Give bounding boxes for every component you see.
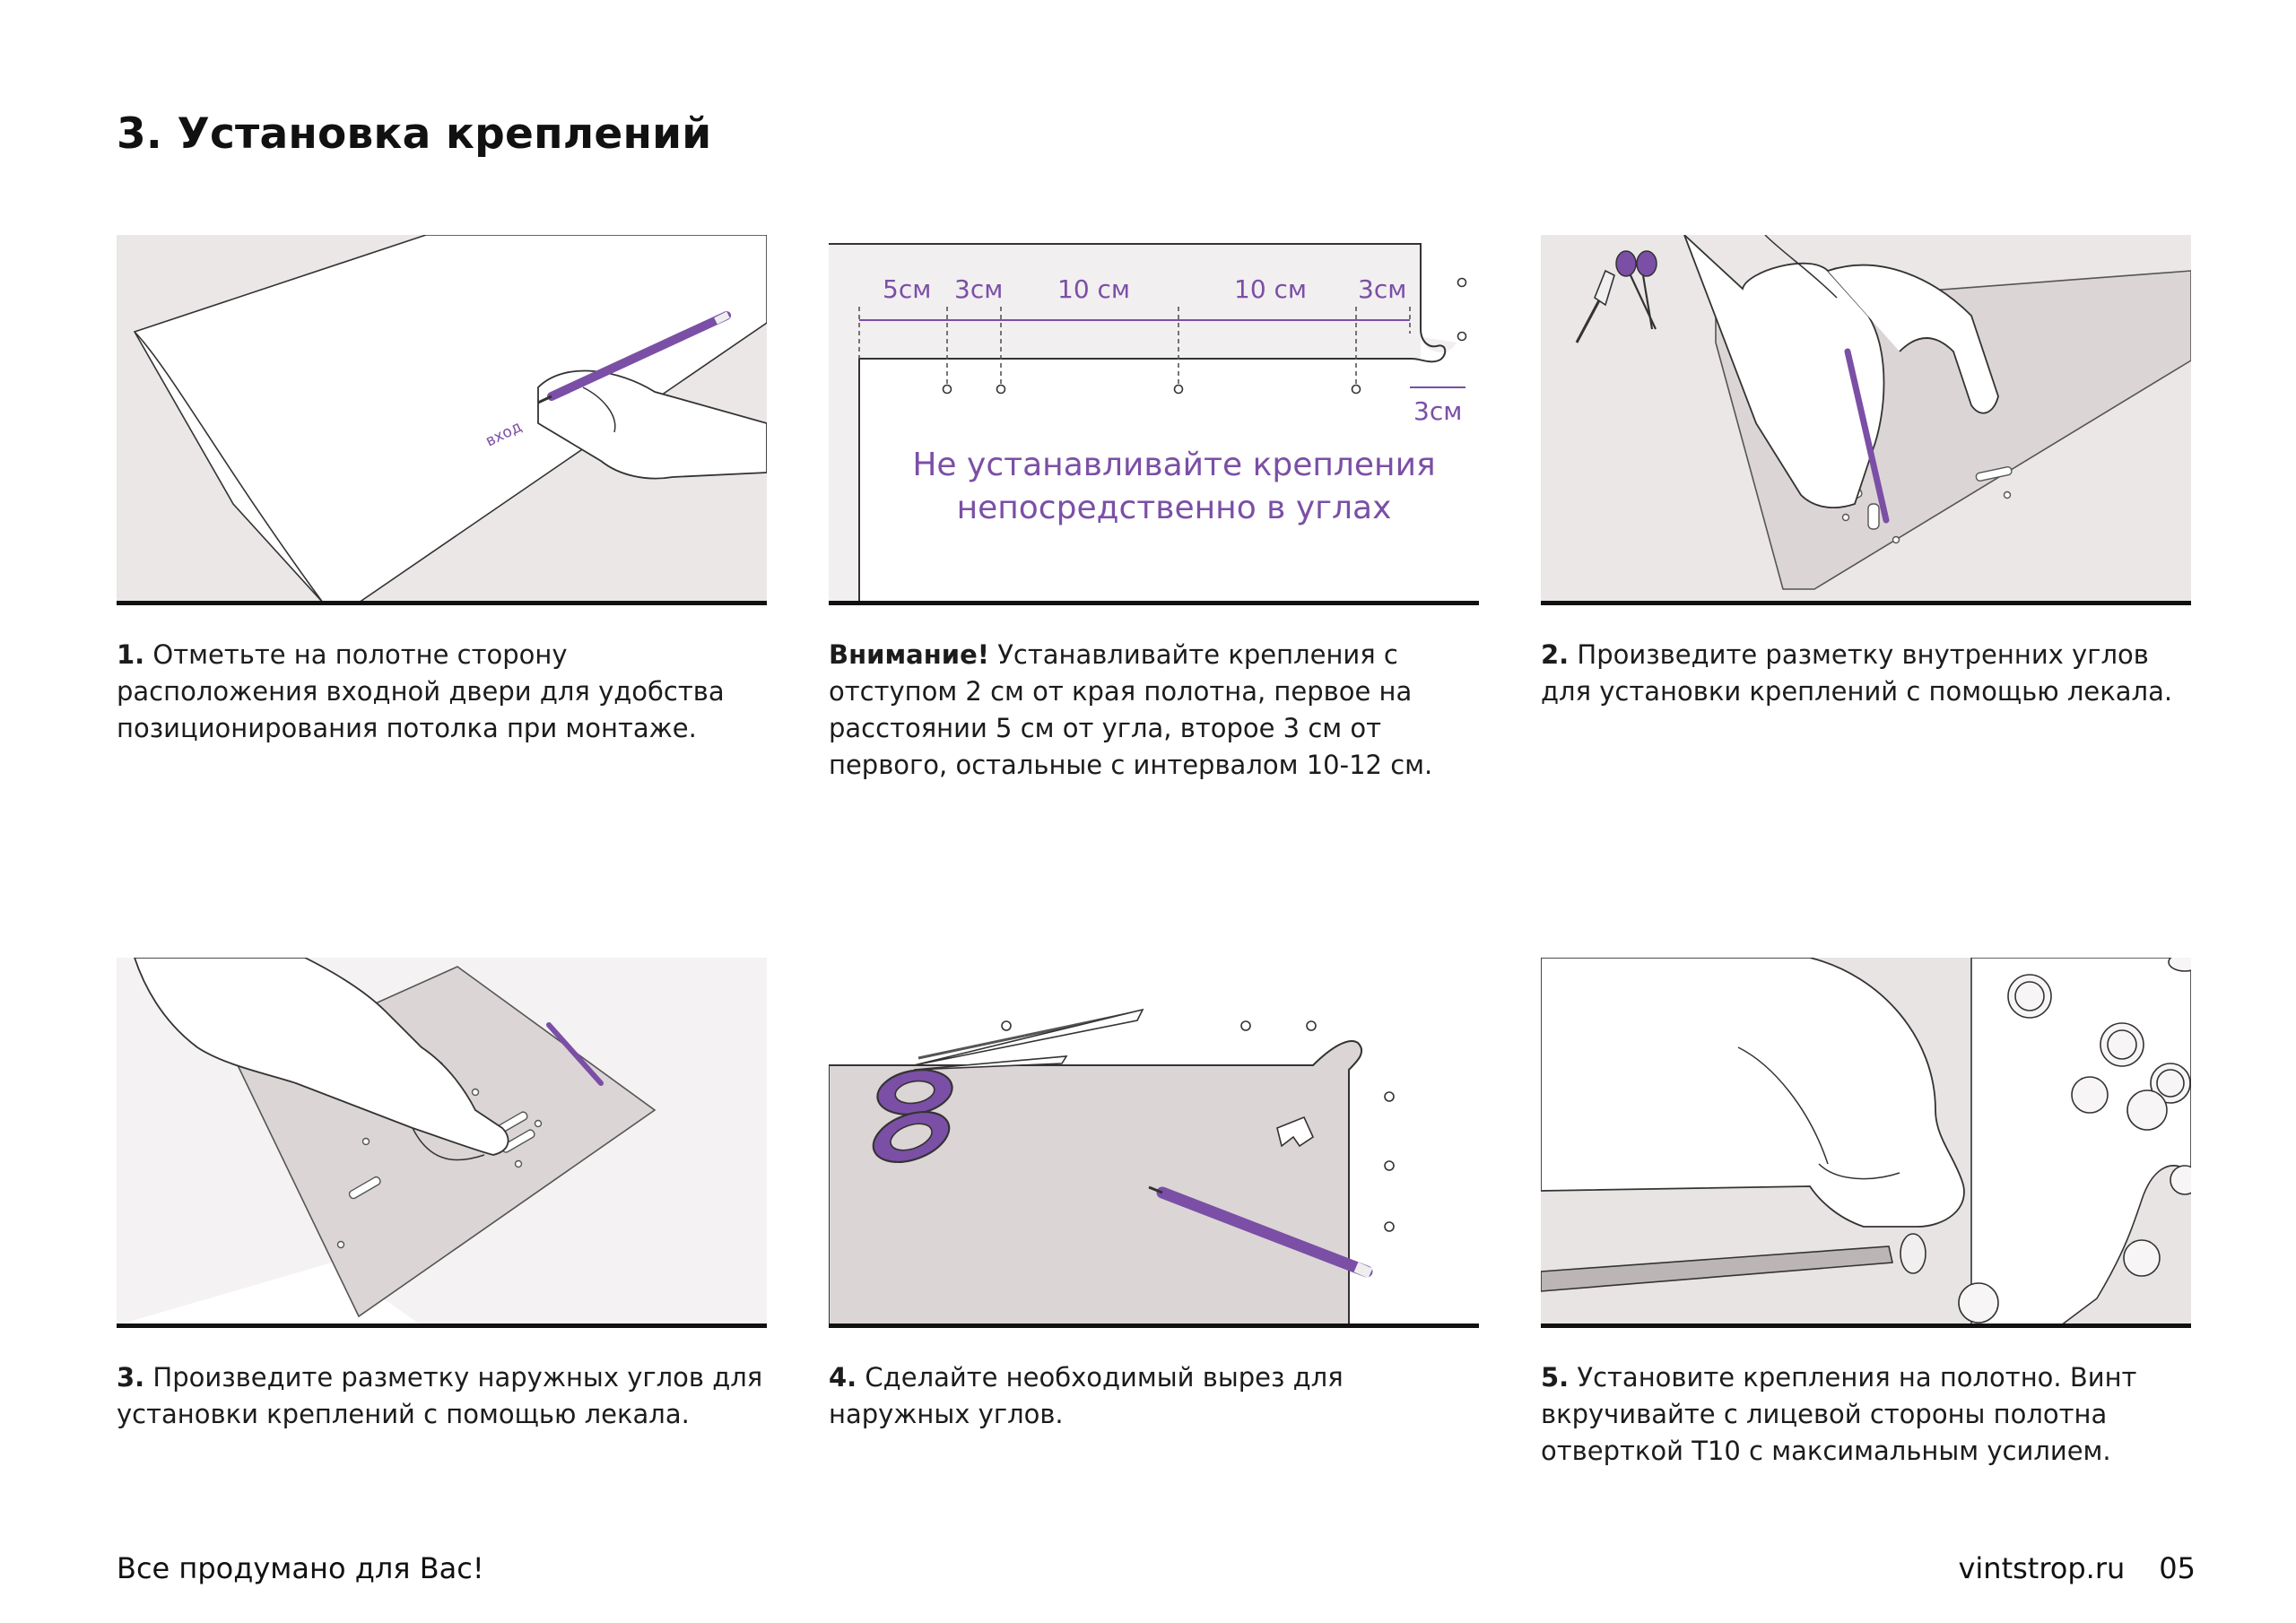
step-3-caption: 3. Произведите разметку наружных углов д… xyxy=(117,1359,767,1433)
footer-site-link[interactable]: vintstrop.ru xyxy=(1958,1551,2126,1585)
divider-bar xyxy=(1541,601,2191,605)
dim-3cm-corner: 3см xyxy=(1413,396,1462,426)
illustration-install-fasteners xyxy=(1541,958,2191,1325)
step-1-caption: 1. Отметьте на полотне сторону расположе… xyxy=(117,637,767,747)
dim-10cm-a: 10 см xyxy=(1057,274,1130,304)
illustration-outer-corner-template xyxy=(117,958,767,1325)
illustration-inner-corner-template xyxy=(1541,235,2191,603)
attention-caption: Внимание! Устанавливайте крепления с отс… xyxy=(829,637,1479,784)
step-4-text: Сделайте необходимый вырез для наружных … xyxy=(829,1362,1344,1429)
illustration-mark-entrance: вход xyxy=(117,235,767,603)
warning-line-2: непосредственно в углах xyxy=(957,490,1392,526)
page-title: 3. Установка креплений xyxy=(117,109,712,159)
step-4-caption: 4. Сделайте необходимый вырез для наружн… xyxy=(829,1359,1479,1433)
page-number: 05 xyxy=(2159,1551,2196,1585)
step-5-text: Установите крепления на полотно. Винт вк… xyxy=(1541,1362,2137,1466)
divider-bar xyxy=(117,1324,767,1328)
step-2-label: 2. xyxy=(1541,639,1570,670)
step-1-label: 1. xyxy=(117,639,145,670)
dim-3cm-b: 3см xyxy=(1358,274,1406,304)
divider-bar xyxy=(829,1324,1479,1328)
dim-3cm-a: 3см xyxy=(954,274,1003,304)
divider-bar xyxy=(117,601,767,605)
step-3-text: Произведите разметку наружных углов для … xyxy=(117,1362,763,1429)
illustration-cut-outer-corner xyxy=(829,958,1479,1325)
step-2-text: Произведите разметку внутренних углов дл… xyxy=(1541,639,2173,707)
divider-bar xyxy=(829,601,1479,605)
step-1-text: Отметьте на полотне сторону расположения… xyxy=(117,639,725,743)
diagram-fastener-spacing: 5см 3см 10 см 10 см 3см 3см Не устанавли… xyxy=(829,235,1479,603)
step-3-label: 3. xyxy=(117,1362,145,1393)
footer-meta: vintstrop.ru 05 xyxy=(1958,1551,2196,1585)
dim-10cm-b: 10 см xyxy=(1234,274,1307,304)
step-2-caption: 2. Произведите разметку внутренних углов… xyxy=(1541,637,2191,710)
warning-line-1: Не устанавливайте крепления xyxy=(912,447,1435,483)
step-5-label: 5. xyxy=(1541,1362,1570,1393)
divider-bar xyxy=(1541,1324,2191,1328)
dim-5cm: 5см xyxy=(883,274,931,304)
step-4-label: 4. xyxy=(829,1362,857,1393)
attention-text: Устанавливайте крепления с отступом 2 см… xyxy=(829,639,1433,780)
footer-slogan: Все продумано для Вас! xyxy=(117,1551,484,1585)
attention-label: Внимание! xyxy=(829,639,989,670)
step-5-caption: 5. Установите крепления на полотно. Винт… xyxy=(1541,1359,2191,1470)
